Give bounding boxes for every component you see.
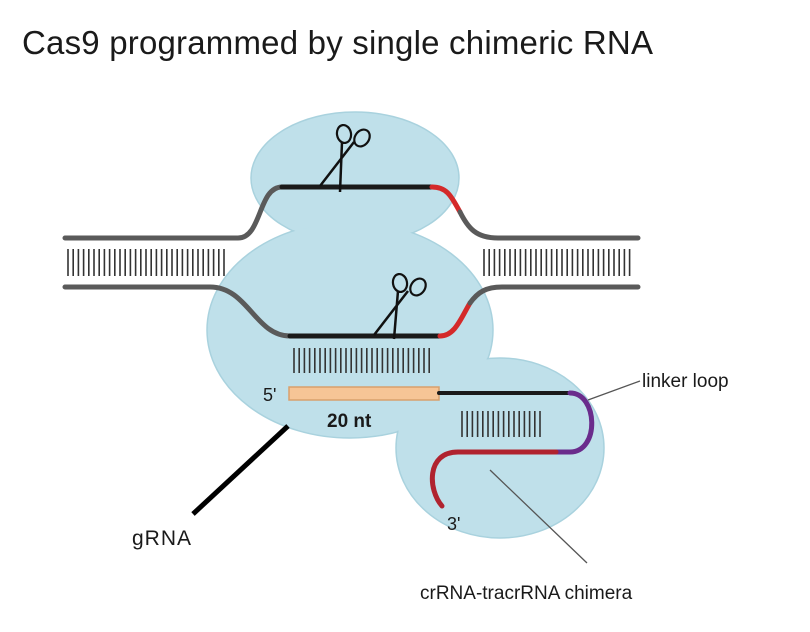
- grna-pointer: [191, 424, 290, 516]
- diagram-title: Cas9 programmed by single chimeric RNA: [22, 24, 654, 61]
- base-pair-ticks-guide: [293, 348, 431, 373]
- five-prime-label: 5': [263, 385, 276, 405]
- base-pair-ticks-repeat: [461, 411, 541, 437]
- linker-loop-leader: [587, 380, 641, 401]
- base-pair-ticks-left: [67, 249, 225, 276]
- scissors-icon-top: [319, 123, 371, 193]
- three-prime-label: 3': [447, 514, 460, 534]
- grna-label: gRNA: [132, 527, 192, 550]
- linker-loop-label: linker loop: [642, 371, 729, 392]
- chimera-leader: [489, 469, 588, 564]
- dna-top-strand: [62, 184, 641, 241]
- chimera-label: crRNA-tracrRNA chimera: [420, 583, 633, 604]
- guide-spacer-bar: [288, 386, 440, 401]
- scissors-icon-bottom: [373, 272, 427, 340]
- cas9-protein: [206, 111, 605, 539]
- guide-length-label: 20 nt: [327, 411, 372, 432]
- dna-bottom-strand: [62, 284, 641, 339]
- grna-scaffold: [429, 390, 595, 509]
- base-pair-ticks-right: [483, 249, 631, 276]
